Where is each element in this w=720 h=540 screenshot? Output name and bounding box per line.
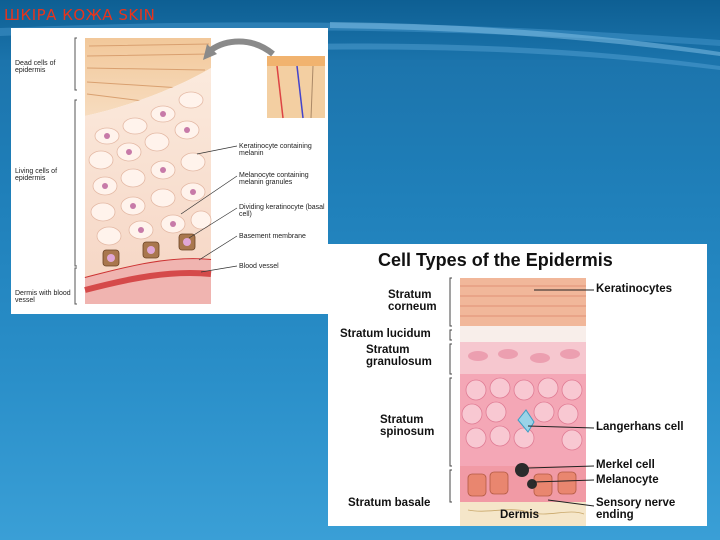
- cell-types-panel: Cell Types of the Epidermis: [328, 244, 707, 526]
- dermis-label: Dermis: [500, 509, 539, 521]
- cell-sensory-nerve: Sensory nerve ending: [596, 497, 704, 521]
- layer-stratum-spinosum: Stratum spinosum: [380, 414, 450, 438]
- epidermis-cross-section-panel: Dead cells of epidermis Living cells of …: [11, 28, 328, 314]
- layer-stratum-basale: Stratum basale: [348, 497, 458, 509]
- label-keratinocyte-melanin: Keratinocyte containing melanin: [239, 143, 325, 158]
- layer-stratum-corneum: Stratum corneum: [388, 289, 448, 313]
- cell-langerhans: Langerhans cell: [596, 421, 704, 433]
- cell-merkel: Merkel cell: [596, 459, 704, 471]
- cell-melanocyte: Melanocyte: [596, 474, 704, 486]
- slide-title: ШКІРА КОЖА SKIN: [4, 6, 155, 24]
- label-blood-vessel: Blood vessel: [239, 263, 325, 270]
- label-melanocyte-granules: Melanocyte containing melanin granules: [239, 172, 325, 187]
- label-dead-cells: Dead cells of epidermis: [15, 60, 67, 75]
- layer-stratum-lucidum: Stratum lucidum: [340, 328, 458, 340]
- layer-stratum-granulosum: Stratum granulosum: [366, 344, 450, 368]
- label-dermis-vessel: Dermis with blood vessel: [15, 290, 71, 305]
- label-living-cells: Living cells of epidermis: [15, 168, 67, 183]
- label-basement-membrane: Basement membrane: [239, 233, 325, 240]
- cell-keratinocytes: Keratinocytes: [596, 283, 704, 295]
- label-dividing-keratinocyte: Dividing keratinocyte (basal cell): [239, 204, 325, 219]
